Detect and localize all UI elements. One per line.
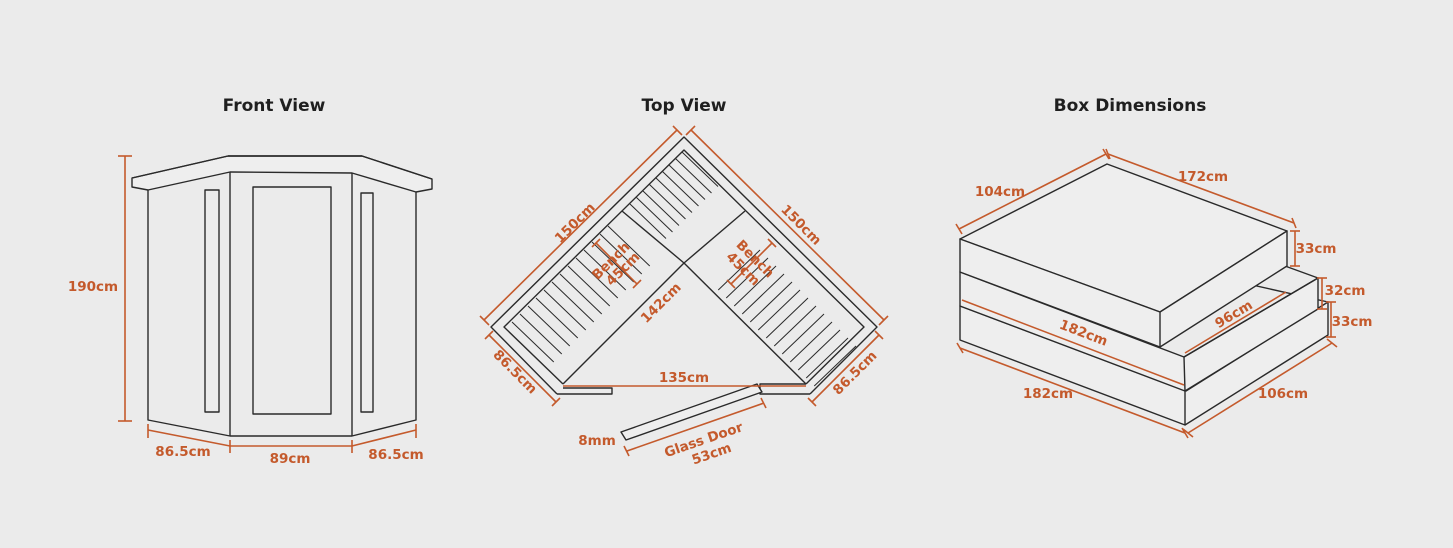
outer-walls bbox=[490, 136, 878, 395]
bench-slat bbox=[789, 321, 833, 363]
glass-door bbox=[620, 383, 763, 441]
bench-slat bbox=[773, 305, 817, 347]
right-side-label: 150cm bbox=[777, 202, 824, 249]
right-width-label: 86.5cm bbox=[368, 447, 423, 463]
bench-slat bbox=[511, 321, 555, 363]
right-window bbox=[360, 192, 374, 413]
bench-slat bbox=[741, 273, 785, 315]
right-bench-slats bbox=[717, 249, 857, 387]
bench-slat bbox=[662, 171, 699, 207]
bench-slat bbox=[717, 249, 761, 291]
inner-walls bbox=[503, 149, 865, 385]
right-return-label: 86.5cm bbox=[830, 348, 880, 398]
bottom-depth-label: 106cm bbox=[1258, 386, 1308, 402]
top-view: Top View 150cm bbox=[479, 96, 889, 468]
top-height-label: 33cm bbox=[1296, 241, 1337, 257]
back-bench-slats bbox=[629, 151, 719, 239]
bottom-height-label: 33cm bbox=[1332, 314, 1373, 330]
height-label: 190cm bbox=[68, 279, 118, 295]
left-side-label: 150cm bbox=[552, 200, 599, 247]
bench-slat bbox=[765, 297, 809, 339]
top-depth-label: 104cm bbox=[975, 184, 1025, 200]
left-width-label: 86.5cm bbox=[155, 444, 210, 460]
front-view: Front View 190cm 8 bbox=[68, 96, 433, 467]
bench-slat bbox=[675, 158, 712, 194]
bench-slat bbox=[649, 184, 686, 220]
bench-slat bbox=[781, 313, 825, 355]
bench-slat bbox=[725, 257, 769, 299]
box-dimensions: Box Dimensions 104cm 172cm bbox=[955, 96, 1373, 439]
bench-slat bbox=[607, 225, 651, 267]
front-opening-label: 135cm bbox=[659, 370, 709, 386]
front-view-cabin bbox=[131, 155, 433, 437]
stacked-boxes bbox=[959, 163, 1329, 426]
bench-slat bbox=[567, 265, 611, 307]
top-view-floorplan bbox=[490, 136, 878, 441]
bench-slat bbox=[599, 233, 643, 275]
bench-slat bbox=[681, 151, 719, 187]
left-window bbox=[204, 189, 220, 413]
top-view-title: Top View bbox=[641, 96, 726, 116]
box-dimensions-title: Box Dimensions bbox=[1054, 96, 1207, 116]
bench-slat bbox=[805, 337, 849, 379]
left-bench-slats bbox=[511, 225, 651, 363]
bottom-length-label: 182cm bbox=[1023, 386, 1073, 402]
height-dimension: 190cm bbox=[68, 155, 132, 422]
cabin-walls bbox=[147, 190, 417, 437]
mid-height-label: 32cm bbox=[1325, 283, 1366, 299]
bench-slat bbox=[527, 305, 571, 347]
bench-slat bbox=[749, 281, 793, 323]
bench-slat bbox=[757, 289, 801, 331]
bench-slat bbox=[642, 190, 680, 226]
front-view-title: Front View bbox=[223, 96, 326, 116]
bench-slat bbox=[559, 273, 603, 315]
box-dimension-lines: 104cm 172cm 33cm 32cm 33cm 182cm bbox=[955, 148, 1373, 439]
bench-slat bbox=[668, 164, 706, 200]
width-dimensions: 86.5cm 89cm 86.5cm bbox=[147, 424, 424, 467]
front-door bbox=[252, 186, 332, 415]
bench-slat bbox=[575, 257, 619, 299]
bench-slat bbox=[629, 203, 667, 239]
top-length-label: 172cm bbox=[1178, 169, 1228, 185]
door-thickness-label: 8mm bbox=[578, 433, 616, 449]
bench-slat bbox=[636, 197, 673, 233]
bench-slat bbox=[535, 297, 579, 339]
center-width-label: 89cm bbox=[270, 451, 311, 467]
bench-slat bbox=[519, 313, 563, 355]
bench-slat bbox=[583, 249, 627, 291]
bench-slat bbox=[591, 241, 635, 283]
bench-slat bbox=[733, 265, 777, 307]
bench-slat bbox=[655, 177, 693, 213]
bench-slat bbox=[813, 345, 857, 387]
bench-slat bbox=[551, 281, 595, 323]
bench-slat bbox=[543, 289, 587, 331]
bench-slat bbox=[797, 329, 841, 371]
